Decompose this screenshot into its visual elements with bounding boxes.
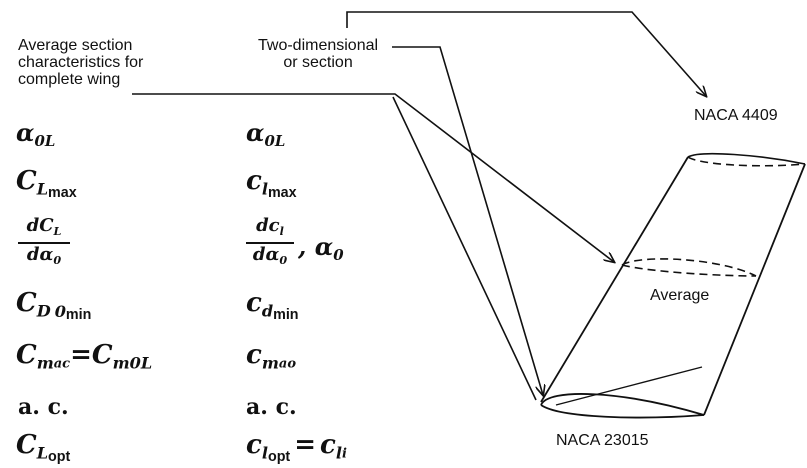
right-lift-curve-slope: dcl dα0: [246, 216, 294, 272]
average-section-label: Average section characteristics for comp…: [18, 37, 144, 88]
right-alpha-zero-lift: α0L: [246, 118, 286, 151]
left-cm-ac: Cmac=Cm0L: [16, 340, 153, 373]
average-label: Average: [650, 287, 710, 304]
right-cm-ac: cmao: [246, 340, 296, 373]
average-airfoil-upper: [621, 258, 757, 277]
right-a0-slope: , α0: [298, 232, 344, 265]
tip-airfoil-upper: [687, 152, 806, 165]
section-root-line: [392, 96, 537, 401]
average-leader-line: [132, 93, 614, 262]
right-cd-min: cdmin: [246, 288, 299, 323]
root-airfoil-lower: [540, 404, 705, 419]
root-airfoil-upper: [540, 393, 705, 416]
wing-trailing-edge: [703, 163, 806, 416]
tip-airfoil-lower: [687, 156, 806, 167]
left-aerodynamic-center: a. c.: [18, 394, 69, 420]
naca-root-label: NACA 23015: [556, 432, 649, 449]
average-airfoil-lower: [621, 264, 757, 277]
right-cl-opt: clopt=cli: [246, 430, 347, 465]
left-cl-opt: CLopt: [16, 430, 71, 465]
two-dimensional-label: Two-dimensional or section: [258, 37, 379, 71]
left-lift-curve-slope: dCL dα0: [18, 216, 70, 272]
tip-leader-line: [346, 11, 706, 96]
right-aerodynamic-center: a. c.: [246, 394, 297, 420]
fraction-bar: [246, 241, 294, 244]
fraction-bar: [18, 241, 70, 244]
naca-tip-label: NACA 4409: [694, 107, 778, 124]
wing-root-chord-line: [555, 366, 703, 406]
right-cl-max: clmax: [246, 166, 297, 201]
root-leader-line: [392, 46, 543, 395]
left-cl-max: CLmax: [16, 166, 77, 201]
wing-leading-edge: [540, 156, 689, 403]
left-alpha-zero-lift: α0L: [16, 118, 56, 151]
